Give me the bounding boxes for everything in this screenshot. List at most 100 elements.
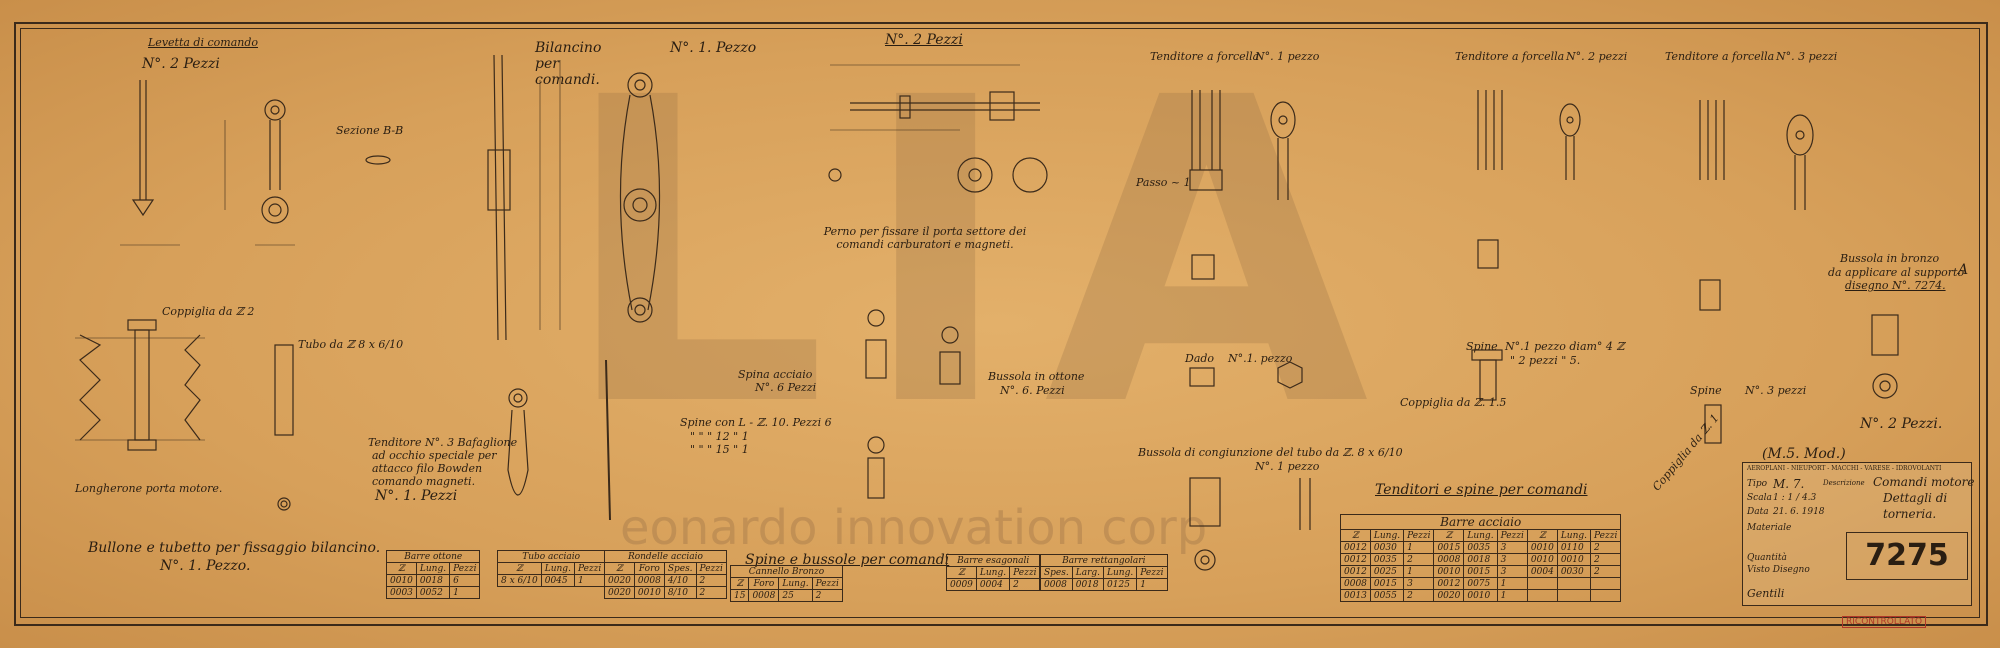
table-title: Tubo acciaio bbox=[496, 550, 606, 563]
col-header: ℤ bbox=[1433, 529, 1465, 542]
scala-value: 1 : 1 / 4.3 bbox=[1773, 493, 1817, 503]
table-row: 0020 0010 8/10 2 bbox=[604, 586, 727, 599]
table-title: Barre ottone bbox=[385, 550, 481, 563]
cell: 0035 bbox=[1463, 541, 1498, 554]
tenditore-baf-line3: attacco filo Bowden bbox=[372, 462, 483, 475]
spine-list-row1: Spine con L - ℤ. 10. Pezzi 6 bbox=[680, 416, 832, 429]
cell: 0010 bbox=[386, 574, 417, 587]
levetta-qty: N°. 2 Pezzi bbox=[142, 56, 220, 72]
table-barre-ottone: Barre ottone ℤ Lung. Pezzi 0010 0018 6 0… bbox=[385, 550, 481, 599]
cell bbox=[1526, 577, 1558, 590]
cell bbox=[1590, 589, 1622, 602]
table-row: 0008 0018 0125 1 bbox=[1040, 578, 1168, 591]
cell: 0055 bbox=[1369, 589, 1405, 602]
cell: 1 bbox=[449, 586, 481, 599]
cell: 0018 bbox=[1071, 578, 1105, 591]
cell: 0004 bbox=[975, 578, 1011, 591]
tipo-value: M. 7. bbox=[1773, 477, 1805, 491]
tenditore1-qty: N°. 1 pezzo bbox=[1255, 50, 1320, 63]
spine-r-line1: N°.1 pezzo diam° 4 ℤ bbox=[1505, 340, 1625, 353]
table-title: Barre acciaio bbox=[1339, 514, 1622, 530]
col-header: Lung. bbox=[1103, 566, 1138, 579]
bullone-caption: Bullone e tubetto per fissaggio bilancin… bbox=[88, 540, 381, 556]
cell: 6 bbox=[449, 574, 481, 587]
table-tubo-acciaio: Tubo acciaio ℤ Lung. Pezzi 8 x 6/10 0045… bbox=[496, 550, 606, 587]
dado-qty: N°.1. pezzo bbox=[1228, 352, 1293, 365]
col-header: Spes. bbox=[663, 562, 697, 575]
cell: 0008 bbox=[1433, 553, 1465, 566]
table-row: 0020 0008 4/10 2 bbox=[604, 574, 727, 587]
col-header: Pezzi bbox=[1496, 529, 1528, 542]
cell bbox=[1556, 577, 1592, 590]
cell bbox=[1526, 589, 1558, 602]
spine3-qty: N°. 3 pezzi bbox=[1745, 384, 1807, 397]
cell: 2 bbox=[811, 589, 843, 602]
cell: 0075 bbox=[1463, 577, 1498, 590]
spina-qty: N°. 6 Pezzi bbox=[755, 381, 817, 394]
dado-title: Dado bbox=[1185, 352, 1215, 365]
table-barre-rettangolari: Barre rettangolari Spes. Larg. Lung. Pez… bbox=[1040, 554, 1168, 591]
cell: 0015 bbox=[1433, 541, 1465, 554]
descr-line3: torneria. bbox=[1883, 507, 1937, 521]
cell: 1 bbox=[1403, 541, 1435, 554]
cell: 8/10 bbox=[663, 586, 697, 599]
cell: 0010 bbox=[1526, 541, 1558, 554]
col-header: Lung. bbox=[540, 562, 575, 575]
cell: 0052 bbox=[415, 586, 451, 599]
col-header: Lung. bbox=[778, 577, 813, 590]
col-header: Lung. bbox=[975, 566, 1011, 579]
tenditore3-qty: N°. 3 pezzi bbox=[1776, 50, 1838, 63]
cell: 2 bbox=[1403, 589, 1435, 602]
descr-label: Descrizione bbox=[1823, 479, 1865, 487]
cell: 0010 bbox=[1433, 565, 1465, 578]
cell: 0045 bbox=[540, 574, 575, 587]
col-header: Lung. bbox=[415, 562, 451, 575]
cell: 1 bbox=[1136, 578, 1168, 591]
bilancino-title: Bilancino per comandi. bbox=[535, 40, 602, 88]
spine-list-row3: " " " 15 " 1 bbox=[690, 443, 749, 456]
bussola-ottone-title: Bussola in ottone bbox=[988, 370, 1085, 383]
cell bbox=[1590, 577, 1622, 590]
perno-qty: N°. 2 Pezzi bbox=[885, 32, 963, 48]
cell: 1 bbox=[1403, 565, 1435, 578]
col-header: Pezzi bbox=[573, 562, 606, 575]
tenditore-baf-title: Tenditore N°. 3 Bafaglione bbox=[368, 436, 518, 449]
table-row: 15 0008 25 2 bbox=[729, 589, 843, 602]
cell: 2 bbox=[1009, 578, 1041, 591]
tenditore-baf-line2: ad occhio speciale per bbox=[372, 449, 497, 462]
quantita-label: Quantità bbox=[1747, 553, 1787, 563]
col-header: Pezzi bbox=[1009, 566, 1041, 579]
cell: 0020 bbox=[1433, 589, 1465, 602]
cell: 0015 bbox=[1369, 577, 1405, 590]
table-title: Rondelle acciaio bbox=[604, 550, 727, 563]
firma: Gentili bbox=[1747, 587, 1785, 600]
cell: 15 bbox=[729, 589, 750, 602]
table-title: Barre rettangolari bbox=[1040, 554, 1168, 567]
ricontrollato-stamp: RICONTROLLATO bbox=[1842, 616, 1927, 628]
spine3-title: Spine bbox=[1690, 384, 1722, 397]
cell: 3 bbox=[1496, 541, 1528, 554]
cell: 0010 bbox=[1463, 589, 1498, 602]
drawing-number: 7275 bbox=[1846, 532, 1968, 580]
table-row: 0009 0004 2 bbox=[946, 578, 1041, 591]
titleblock-header: AEROPLANI - NIEUPORT - MACCHI - VARESE -… bbox=[1747, 465, 1942, 472]
col-header: Pezzi bbox=[1403, 529, 1435, 542]
cell: 1 bbox=[573, 574, 606, 587]
tenditore2-title: Tenditore a forcella bbox=[1455, 50, 1565, 63]
cell: 0012 bbox=[1340, 541, 1371, 554]
bussola-bronzo-letter: A bbox=[1958, 262, 1969, 278]
cell: 0020 bbox=[604, 586, 635, 599]
data-value: 21. 6. 1918 bbox=[1773, 507, 1825, 517]
bullone-coppiglia: Coppiglia da ℤ 2 bbox=[162, 305, 255, 318]
cell: 0010 bbox=[1526, 553, 1558, 566]
cell: 0004 bbox=[1526, 565, 1558, 578]
cell: 0030 bbox=[1556, 565, 1592, 578]
spine-r-coppiglia: Coppiglia da ℤ. 1.5 bbox=[1400, 396, 1507, 409]
col-header: Lung. bbox=[1463, 529, 1498, 542]
cell: 4/10 bbox=[663, 574, 697, 587]
cell: 0012 bbox=[1433, 577, 1465, 590]
scala-label: Scala bbox=[1747, 493, 1772, 503]
cell: 0012 bbox=[1340, 553, 1371, 566]
